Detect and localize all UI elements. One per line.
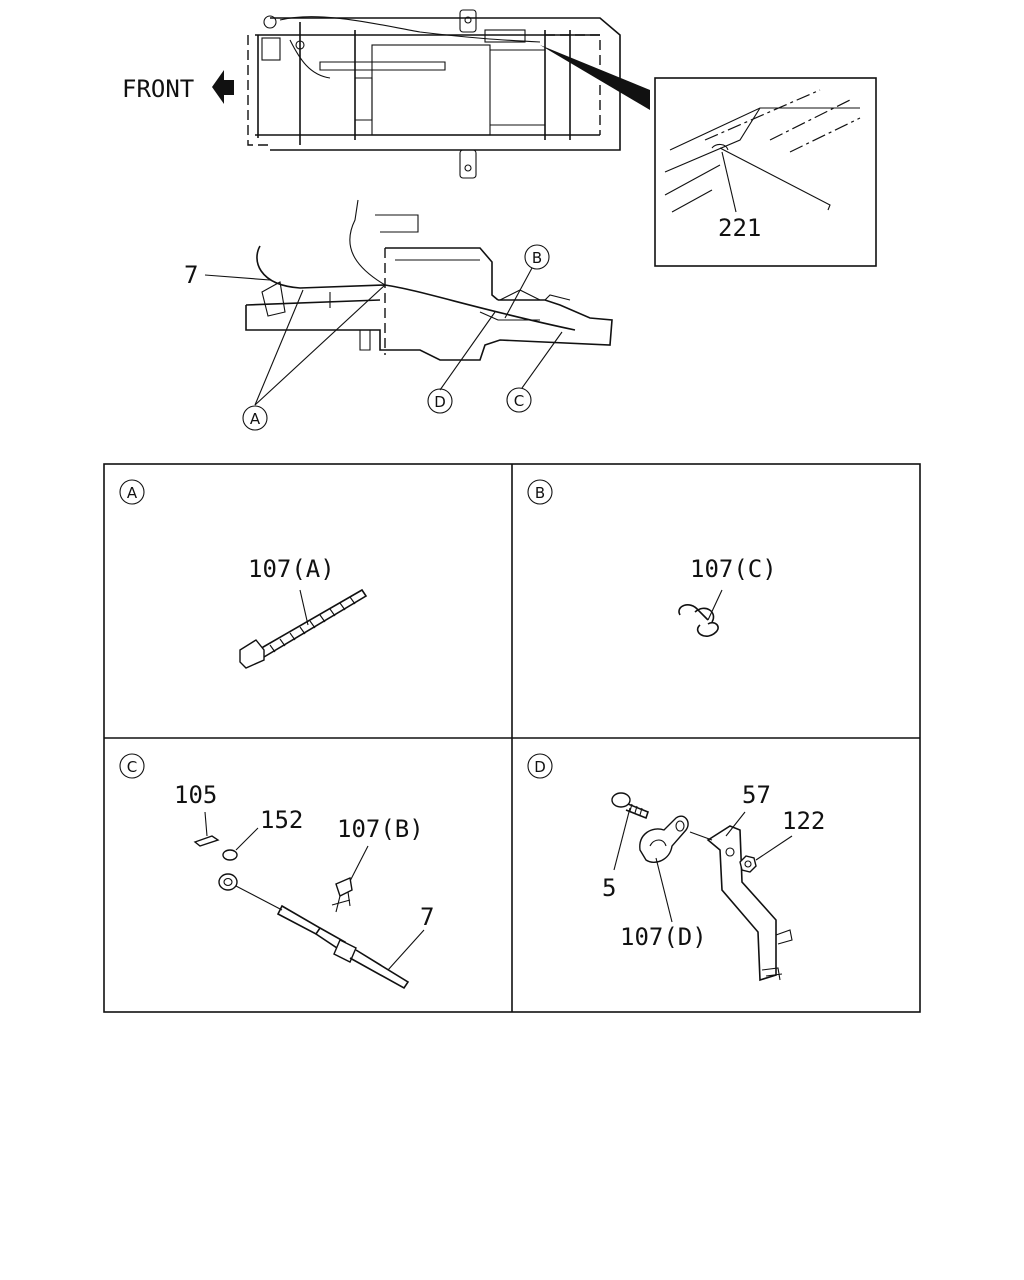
- leader-d: [439, 311, 496, 391]
- svg-text:C: C: [127, 758, 137, 776]
- part-107b-label: 107(B): [337, 815, 424, 843]
- part-122-label: 122: [782, 807, 825, 835]
- detail-grid: [103, 463, 921, 1013]
- marker-a: A: [242, 405, 268, 431]
- part-7-label: 7: [420, 903, 434, 931]
- leader-a2: [254, 284, 386, 406]
- svg-text:D: D: [534, 758, 546, 776]
- part-107a-label: 107(A): [248, 555, 335, 583]
- cable-tie-drawing: [239, 588, 368, 669]
- nut-122-drawing: [739, 855, 757, 873]
- part-57-label: 57: [742, 781, 771, 809]
- panel-a-letter: A: [119, 479, 145, 505]
- clamp-107d-drawing: [639, 815, 689, 864]
- panel-b-letter: B: [527, 479, 553, 505]
- callout-7: 7: [184, 261, 198, 289]
- leader-7: [204, 274, 271, 281]
- svg-text:D: D: [434, 393, 446, 411]
- bracket-57-drawing: [706, 825, 793, 982]
- svg-text:A: A: [127, 484, 138, 502]
- part-152-label: 152: [260, 806, 303, 834]
- front-label: FRONT: [122, 75, 194, 103]
- marker-b: B: [524, 244, 550, 270]
- marker-c: C: [506, 387, 532, 413]
- chassis-top-view: [247, 9, 621, 179]
- panel-a: A 107(A): [119, 479, 368, 669]
- panel-b: B 107(C): [527, 479, 777, 637]
- part-5-label: 5: [602, 874, 616, 902]
- clip-107b-drawing: [331, 877, 353, 913]
- panel-c: C 105 152 107(B) 7: [119, 753, 434, 990]
- clip-107c-drawing: [678, 604, 719, 637]
- leader-a1: [254, 289, 304, 406]
- detail-box-221: [654, 77, 877, 267]
- panel-c-letter: C: [119, 753, 145, 779]
- bolt-5-drawing: [611, 792, 649, 820]
- washer-152: [222, 849, 238, 861]
- svg-text:A: A: [250, 410, 261, 428]
- svg-text:B: B: [535, 484, 545, 502]
- panel-d: D 5 107(D) 57 122: [527, 753, 825, 982]
- panel-d-letter: D: [527, 753, 553, 779]
- part-107c-label: 107(C): [690, 555, 777, 583]
- pin-105: [193, 835, 220, 847]
- leader-b: [504, 267, 533, 319]
- leader-c: [521, 331, 563, 389]
- svg-text:C: C: [514, 392, 524, 410]
- marker-d: D: [427, 388, 453, 414]
- part-105-label: 105: [174, 781, 217, 809]
- svg-text:B: B: [532, 249, 542, 267]
- front-arrow-icon: [212, 70, 234, 104]
- callout-221: 221: [718, 214, 761, 242]
- part-107d-label: 107(D): [620, 923, 707, 951]
- cable-7-drawing: [218, 873, 410, 990]
- detail-leader-wedge: [540, 45, 650, 110]
- chassis-side-view: [245, 199, 613, 361]
